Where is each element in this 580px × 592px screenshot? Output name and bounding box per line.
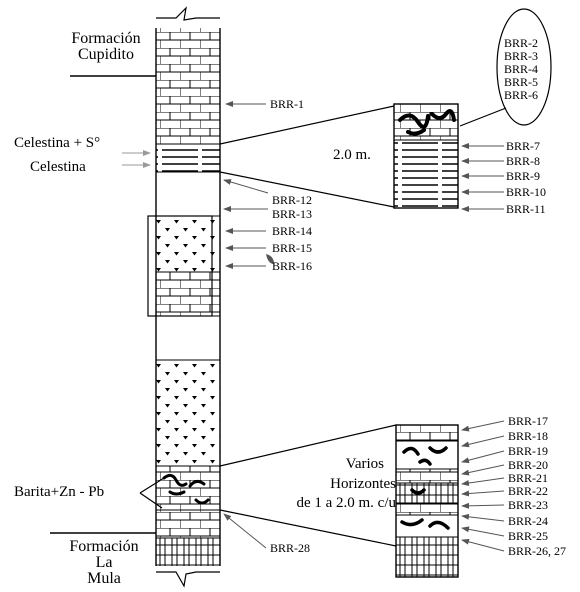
formation-cupidito-line-1: Formación (62, 31, 150, 47)
oval-sample-label: BRR-6 (504, 89, 538, 101)
lower-sample-label: BRR-21 (508, 472, 548, 484)
upper-sample-label: BRR-9 (506, 170, 540, 182)
blank-unit (156, 172, 220, 216)
formation-cupidito-line-2: Cupidito (62, 47, 150, 63)
tuff-unit-upper (156, 216, 220, 272)
lower-sample-label: BRR-17 (508, 415, 548, 427)
sample-label: BRR-14 (272, 225, 312, 237)
lower-sample-label: BRR-26, 27 (508, 545, 566, 557)
oval-pointer-line (460, 108, 506, 126)
formation-la-mula-line-3: Mula (56, 571, 152, 587)
varios-line-1: Varios (250, 455, 396, 475)
sample-label: BRR-13 (272, 208, 312, 220)
upper-connector-top (220, 106, 394, 144)
sample-label: BRR-12 (272, 194, 312, 206)
upper-detail-column (394, 104, 458, 208)
sample-label: BRR-28 (270, 542, 310, 554)
upper-sample-label: BRR-11 (506, 203, 546, 215)
basal-limestone-unit (156, 510, 220, 538)
celestina-label: Celestina (30, 160, 86, 175)
limestone-mid-unit (156, 272, 220, 316)
sample-label: BRR-1 (270, 98, 304, 110)
oval-sample-label: BRR-4 (504, 63, 538, 75)
limestone-top-unit (156, 18, 220, 144)
oval-sample-label: BRR-5 (504, 76, 538, 88)
sample-label: BRR-15 (272, 242, 312, 254)
upper-sample-label: BRR-10 (506, 186, 546, 198)
upper-sample-arrows (462, 146, 504, 209)
formation-la-mula-label: Formación La Mula (56, 539, 152, 587)
celestina-s-label: Celestina + S° (14, 136, 100, 151)
varios-line-2: Horizontes (250, 475, 396, 495)
lower-sample-label: BRR-25 (508, 530, 548, 542)
lower-sample-label: BRR-20 (508, 459, 548, 471)
tuff-unit-lower (156, 360, 220, 466)
upper-sample-label: BRR-7 (506, 140, 540, 152)
sample-label: BRR-16 (272, 260, 312, 272)
varios-line-3: de 1 a 2.0 m. c/u (250, 494, 396, 514)
break-symbol-top (150, 6, 226, 28)
barita-label: Barita+Zn - Pb (14, 485, 104, 500)
formation-la-mula-line-2: La (56, 555, 152, 571)
lower-sample-label: BRR-22 (508, 485, 548, 497)
lower-sample-label: BRR-19 (508, 445, 548, 457)
thickness-label: 2.0 m. (333, 148, 371, 163)
lower-sample-label: BRR-24 (508, 515, 548, 527)
upper-sample-label: BRR-8 (506, 155, 540, 167)
lower-sample-label: BRR-18 (508, 430, 548, 442)
lower-detail-column (396, 425, 458, 577)
lower-sample-arrows (462, 421, 504, 551)
varios-horizontes-label: Varios Horizontes de 1 a 2.0 m. c/u (250, 455, 396, 514)
la-mula-unit (156, 538, 220, 568)
oval-sample-label: BRR-3 (504, 50, 538, 62)
celestine-layers (156, 144, 220, 172)
break-symbol-bottom (150, 566, 226, 592)
formation-cupidito-label: Formación Cupidito (62, 31, 150, 63)
oval-sample-label: BRR-2 (504, 37, 538, 49)
formation-la-mula-line-1: Formación (56, 539, 152, 555)
barite-zn-pb-unit (156, 466, 220, 510)
main-column (148, 6, 226, 592)
lower-sample-label: BRR-23 (508, 499, 548, 511)
